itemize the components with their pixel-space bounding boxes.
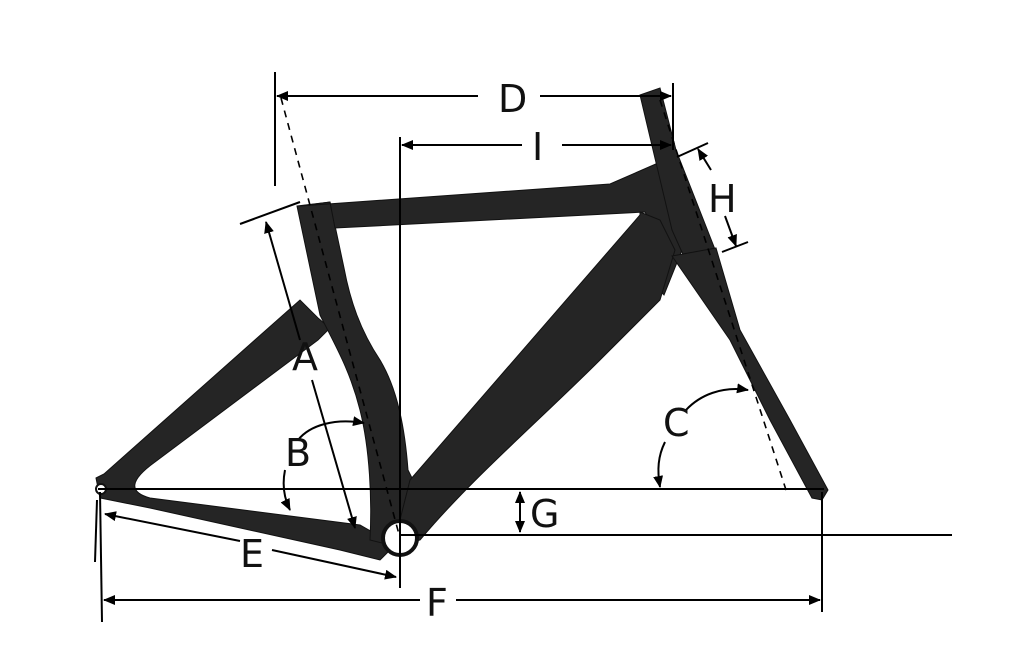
label-b: B (285, 431, 311, 475)
label-d: D (498, 77, 527, 121)
angle-c-arc-top (685, 383, 749, 411)
h-bottom-tick (721, 241, 749, 253)
angle-b-arc-bottom (280, 469, 291, 511)
rear-axle-vertical (99, 491, 103, 623)
label-h: H (708, 177, 737, 221)
dimension-e-line-right (271, 549, 397, 580)
dimension-arrows (103, 91, 821, 605)
label-f: F (426, 581, 448, 625)
dimension-e-line-left (104, 511, 241, 542)
label-i: I (532, 125, 543, 169)
label-c: C (663, 401, 690, 445)
dimension-labels: D I H A B C G E F (240, 77, 737, 625)
dimension-a-line-top (264, 221, 301, 341)
dimension-h-line-top (697, 148, 712, 171)
seat-tube-axis (280, 97, 401, 539)
angle-c-arc-bottom (653, 441, 666, 488)
label-e: E (240, 532, 264, 576)
rear-axle-stub (94, 499, 98, 563)
angle-b-arc-top (297, 416, 365, 441)
dimension-h-line-bottom (724, 215, 737, 247)
h-top-tick (676, 142, 709, 158)
fork (671, 247, 829, 501)
bike-frame (95, 87, 829, 561)
a-top-tick (239, 201, 301, 225)
label-a: A (292, 335, 318, 379)
dimension-a-line-bottom (311, 379, 357, 529)
reference-lines (94, 72, 952, 623)
label-g: G (530, 492, 559, 536)
steering-axis (659, 99, 788, 494)
